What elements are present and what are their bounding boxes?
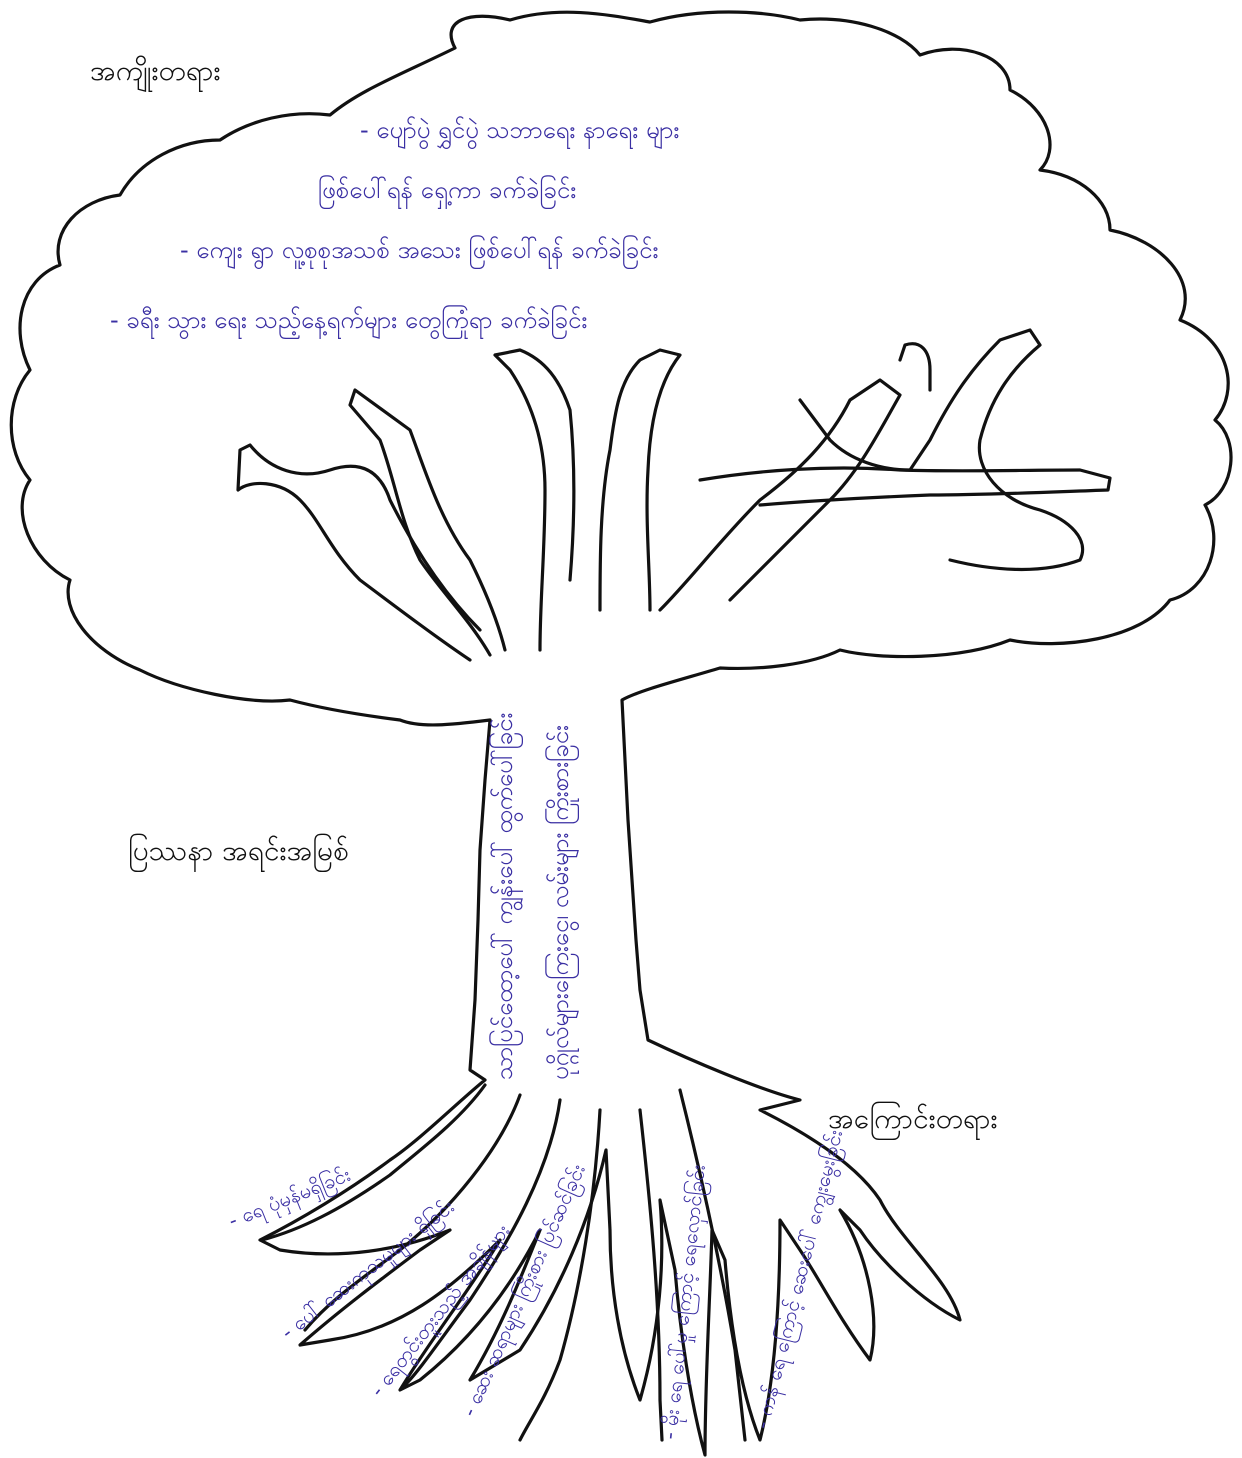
effect-note-2: ဖြစ်ပေါ်ရန် ရှေ့ကာ ခက်ခဲခြင်း — [318, 174, 576, 210]
label-effects: အကျိုးတရား — [90, 53, 221, 93]
tree-canopy-outline — [11, 12, 1231, 1455]
effect-note-3: - ကျေး ရွာ လူ့စုစုအသစ် အသေး ဖြစ်ပေါ်ရန် … — [180, 234, 659, 270]
effect-note-4: - ခရီး သွား ရေး သည့်နေ့ရက်များ တွေကြုံရာ… — [110, 304, 587, 340]
branch-right-3 — [800, 330, 1083, 569]
branch-center-left — [495, 350, 574, 650]
effect-note-1: - ပျော်ပွဲ ရွှင်ပွဲ သဘာရေး နာရေး များ — [360, 115, 679, 150]
root-note-6: - ကန် ရေ ကြောင့် ဆေးပေါ် ကျွေးမွေးခြင်း — [750, 1127, 852, 1432]
branch-right-4 — [900, 344, 930, 390]
branch-center-right — [600, 350, 680, 610]
trunk-note-1: သာပြင်ထော့ပေါ် ကျွန်းပေါ် ထွက်ပေါ်ခြင်း — [488, 712, 524, 1080]
branch-left-2 — [238, 445, 480, 660]
trunk-note-2: ပုဂ္ဂိုလ်များကြေးငွေ၊ လမ်းများ ကြိုးစားခ… — [544, 725, 580, 1080]
branch-right-1 — [660, 380, 900, 610]
label-causes: အကြောင်းတရား — [828, 1100, 998, 1141]
branch-left-1 — [350, 390, 505, 655]
label-core-problem: ပြဿနာ အရင်းအမြစ် — [128, 832, 349, 873]
